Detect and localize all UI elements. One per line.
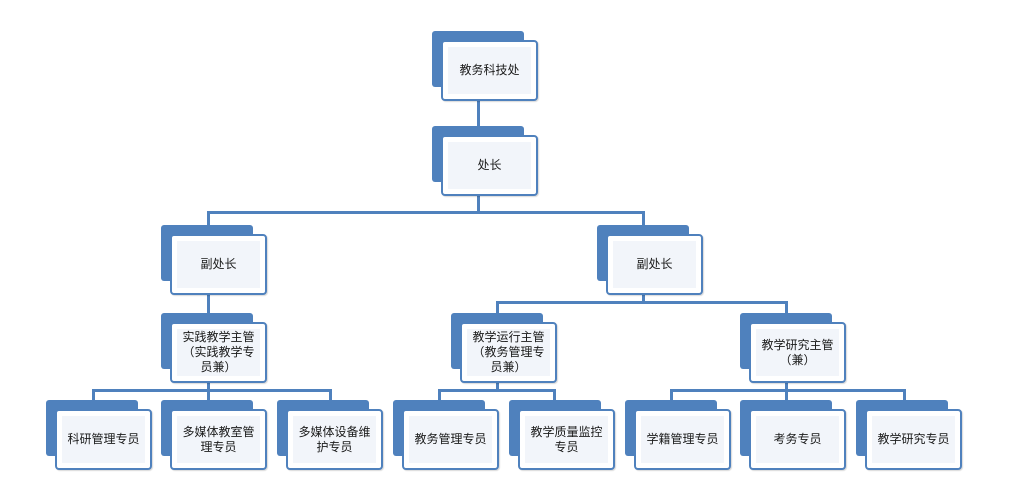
connector <box>92 389 332 392</box>
node-label: 教务管理专员 <box>409 416 492 463</box>
connector <box>207 389 210 407</box>
node-exam-staff: 考务专员 <box>740 400 846 470</box>
connector <box>207 378 210 390</box>
node-records-staff: 学籍管理专员 <box>625 400 731 470</box>
connector <box>207 292 210 322</box>
connector <box>496 378 499 390</box>
connector <box>785 378 788 390</box>
connector <box>477 97 480 130</box>
node-media-room-staff: 多媒体教室管 理专员 <box>161 400 267 470</box>
node-label: 多媒体教室管 理专员 <box>177 416 260 463</box>
node-label: 处长 <box>448 142 531 189</box>
node-academic-admin-staff: 教务管理专员 <box>393 400 499 470</box>
node-root: 教务科技处 <box>432 31 538 101</box>
connector <box>553 389 556 407</box>
connector <box>496 301 787 304</box>
node-label: 副处长 <box>177 241 260 288</box>
connector <box>207 211 644 214</box>
connector <box>785 389 788 407</box>
node-label: 教学研究主管 （兼） <box>756 329 839 376</box>
node-deputy-left: 副处长 <box>161 225 267 295</box>
node-label: 学籍管理专员 <box>641 416 724 463</box>
connector <box>642 292 645 302</box>
node-teaching-research-staff: 教学研究专员 <box>856 400 962 470</box>
connector <box>903 389 906 407</box>
node-research-manager: 教学研究主管 （兼） <box>740 313 846 383</box>
node-label: 考务专员 <box>756 416 839 463</box>
node-practice-manager: 实践教学主管 （实践教学专 员兼） <box>161 313 267 383</box>
connector <box>670 389 673 407</box>
node-media-device-staff: 多媒体设备维 护专员 <box>277 400 383 470</box>
connector <box>670 389 906 392</box>
connector <box>785 301 788 322</box>
node-deputy-right: 副处长 <box>597 225 703 295</box>
node-label: 副处长 <box>613 241 696 288</box>
node-label: 实践教学主管 （实践教学专 员兼） <box>177 329 260 376</box>
node-label: 教学质量监控 专员 <box>525 416 608 463</box>
connector <box>329 389 332 407</box>
node-quality-monitor-staff: 教学质量监控 专员 <box>509 400 615 470</box>
node-research-admin-staff: 科研管理专员 <box>46 400 152 470</box>
connector <box>438 389 556 392</box>
connector <box>207 211 210 235</box>
connector <box>92 389 95 407</box>
node-label: 教学研究专员 <box>872 416 955 463</box>
node-label: 多媒体设备维 护专员 <box>293 416 376 463</box>
connector <box>496 301 499 322</box>
node-operation-manager: 教学运行主管 （教务管理专 员兼） <box>451 313 557 383</box>
connector <box>438 389 441 407</box>
connector <box>477 192 480 212</box>
node-head: 处长 <box>432 126 538 196</box>
connector <box>642 211 645 235</box>
node-label: 科研管理专员 <box>62 416 145 463</box>
node-label: 教务科技处 <box>448 47 531 94</box>
node-label: 教学运行主管 （教务管理专 员兼） <box>467 329 550 376</box>
